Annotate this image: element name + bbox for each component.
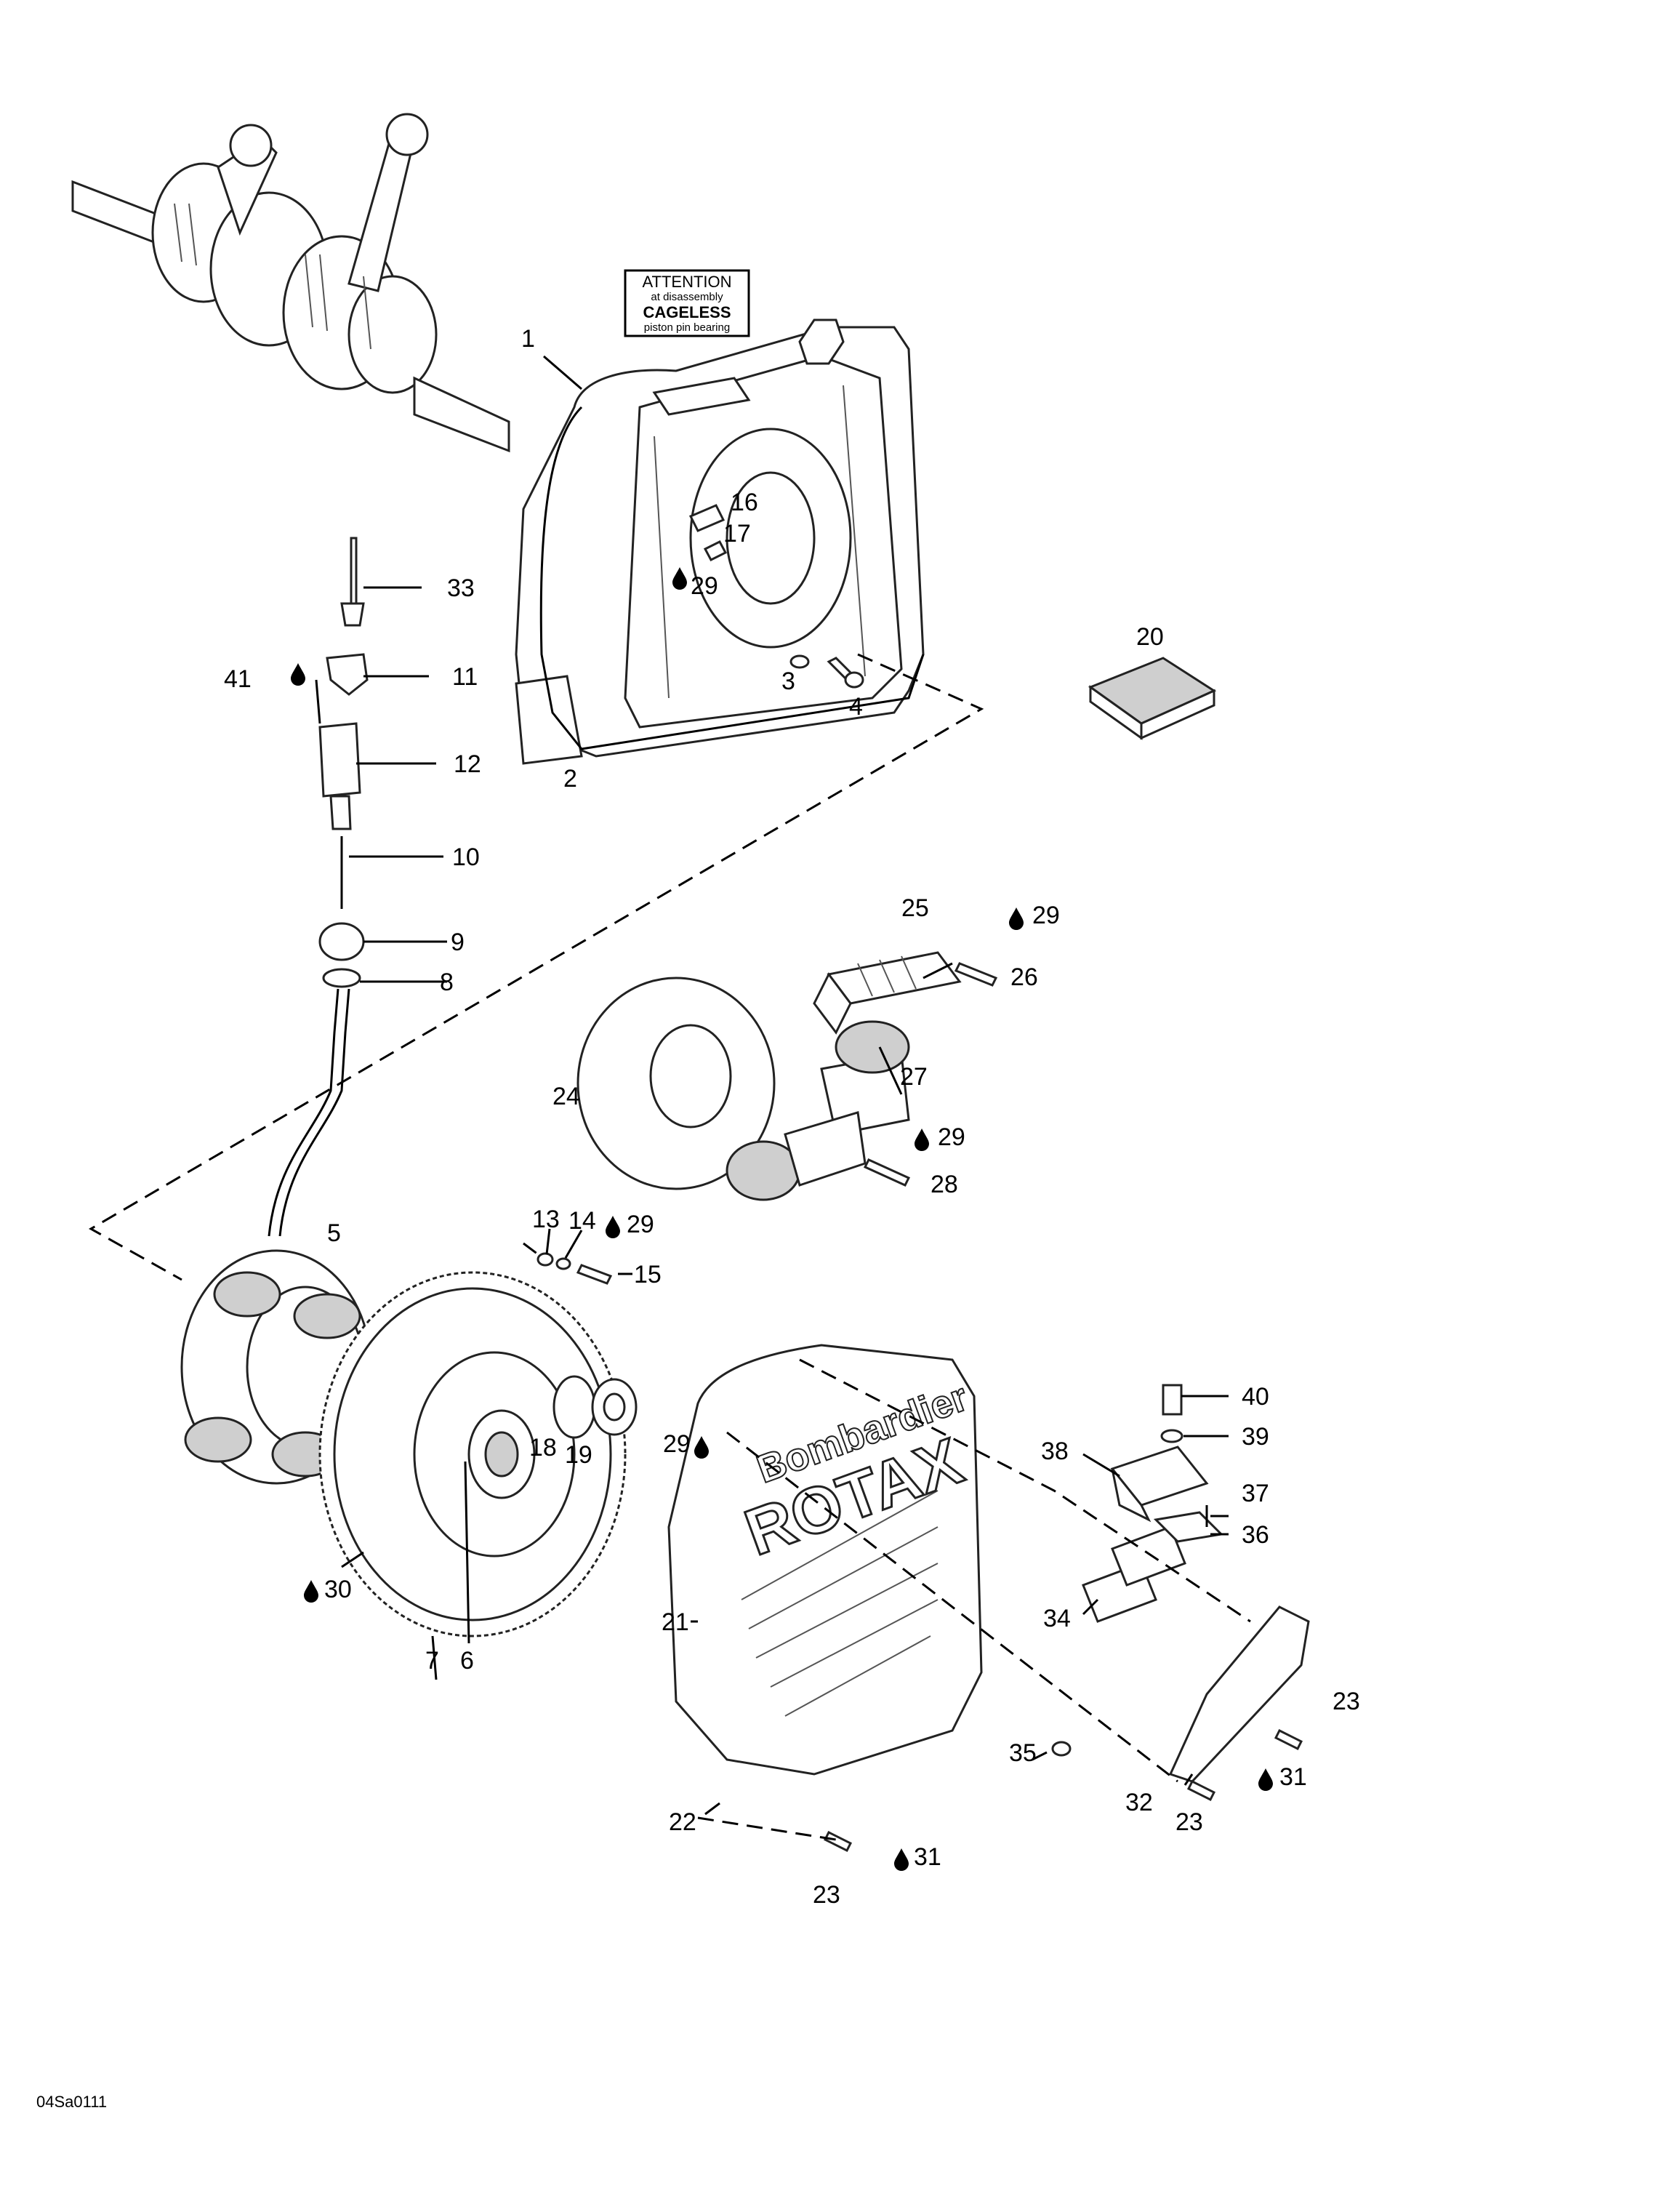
washer-18	[552, 1375, 596, 1439]
washers-13-14-and-bolt-15	[536, 1252, 613, 1285]
callout-20: 20	[1136, 623, 1164, 651]
attention-line2: at disassembly	[651, 291, 723, 303]
callout-38: 38	[1041, 1438, 1069, 1465]
part-17-screw	[703, 540, 728, 561]
callout-16: 16	[731, 489, 758, 516]
callout-34: 34	[1043, 1605, 1071, 1632]
callout-23-right: 23	[1333, 1688, 1360, 1715]
drop-icon	[694, 1436, 709, 1459]
callout-12: 12	[454, 750, 481, 778]
callout-6: 6	[460, 1647, 474, 1675]
callout-28: 28	[931, 1171, 958, 1198]
callout-29-cover: 29	[663, 1430, 691, 1458]
screw-26	[954, 962, 998, 987]
callout-10: 10	[452, 843, 480, 871]
callout-2: 2	[563, 765, 577, 793]
callout-31-right: 31	[1279, 1763, 1307, 1791]
callout-29-bolt: 29	[627, 1211, 654, 1238]
callout-41: 41	[224, 665, 252, 693]
callout-26: 26	[1010, 963, 1038, 991]
washer-39	[1160, 1429, 1183, 1443]
callout-3: 3	[781, 667, 795, 695]
attention-line4: piston pin bearing	[644, 321, 730, 334]
callout-13: 13	[532, 1206, 560, 1233]
callout-11: 11	[452, 663, 478, 691]
magneto-cover-21: Bombardier ROTAX	[667, 1344, 983, 1776]
callout-29-housing: 29	[691, 572, 718, 600]
callout-8: 8	[440, 969, 454, 996]
callout-33: 33	[447, 574, 475, 602]
callout-31-bottom: 31	[914, 1843, 941, 1871]
callout-1: 1	[521, 325, 535, 353]
callout-18: 18	[529, 1434, 557, 1462]
callout-15: 15	[634, 1261, 662, 1288]
drop-icon	[915, 1128, 929, 1151]
coil-25	[813, 951, 962, 1035]
drop-icon	[304, 1580, 318, 1603]
callout-5: 5	[327, 1219, 341, 1247]
callout-29-coil27: 29	[938, 1123, 965, 1151]
flywheel-7	[318, 1271, 627, 1637]
bolt-4	[827, 657, 864, 689]
callout-36: 36	[1242, 1521, 1269, 1549]
callout-19: 19	[565, 1441, 592, 1469]
callout-7: 7	[425, 1647, 439, 1675]
drop-icon	[894, 1848, 909, 1871]
callout-23-bottom: 23	[813, 1881, 840, 1909]
part-16-bracket	[688, 504, 726, 532]
crankshaft-illustration	[71, 113, 510, 453]
callout-25: 25	[901, 894, 929, 922]
coil-27	[726, 1020, 910, 1201]
gasket-illustration	[539, 406, 925, 750]
part-20-pad	[1088, 657, 1217, 740]
callout-39: 39	[1242, 1423, 1269, 1451]
tubes-34	[1082, 1526, 1186, 1623]
alignment-lines	[88, 653, 1251, 1841]
drop-icon	[606, 1216, 620, 1238]
callout-numbers: 1 2 3 4 5 6 7 8 9 10 11 12 13 14 15 16 1…	[224, 325, 1360, 1909]
screw-40	[1162, 1384, 1183, 1416]
attention-line3: CAGELESS	[643, 303, 731, 321]
drop-icon	[672, 567, 687, 590]
screw-28	[863, 1158, 911, 1187]
figure-code: 04Sa0111	[36, 2093, 107, 2111]
callout-23-middle: 23	[1175, 1808, 1203, 1836]
bracket-38	[1110, 1446, 1209, 1523]
nut-19	[591, 1378, 638, 1436]
bolts-23	[823, 1728, 1303, 1853]
attention-title: ATTENTION	[642, 273, 731, 291]
callout-17: 17	[723, 520, 751, 548]
callout-29-coil: 29	[1032, 902, 1060, 929]
callout-9: 9	[451, 929, 465, 956]
callout-32: 32	[1125, 1789, 1153, 1816]
callout-22: 22	[669, 1808, 696, 1836]
callout-24: 24	[552, 1083, 580, 1110]
attention-label: ATTENTION at disassembly CAGELESS piston…	[624, 269, 750, 337]
bracket-32	[1168, 1605, 1310, 1783]
drop-icon	[1258, 1768, 1273, 1791]
sensor-assembly	[268, 537, 369, 1237]
callout-14: 14	[568, 1207, 596, 1235]
callout-27: 27	[900, 1063, 928, 1091]
drop-icon	[291, 663, 305, 686]
plate-24	[576, 977, 776, 1190]
callout-4: 4	[849, 693, 863, 721]
washer-35	[1051, 1741, 1072, 1757]
drop-icons	[291, 567, 1273, 1871]
callout-30: 30	[324, 1576, 352, 1603]
callout-40: 40	[1242, 1383, 1269, 1411]
callout-21: 21	[662, 1608, 689, 1636]
leader-lines	[315, 355, 1229, 1816]
callout-37: 37	[1242, 1480, 1269, 1507]
washer-3	[789, 654, 810, 669]
drop-icon	[1009, 907, 1024, 930]
callout-35: 35	[1009, 1739, 1037, 1767]
